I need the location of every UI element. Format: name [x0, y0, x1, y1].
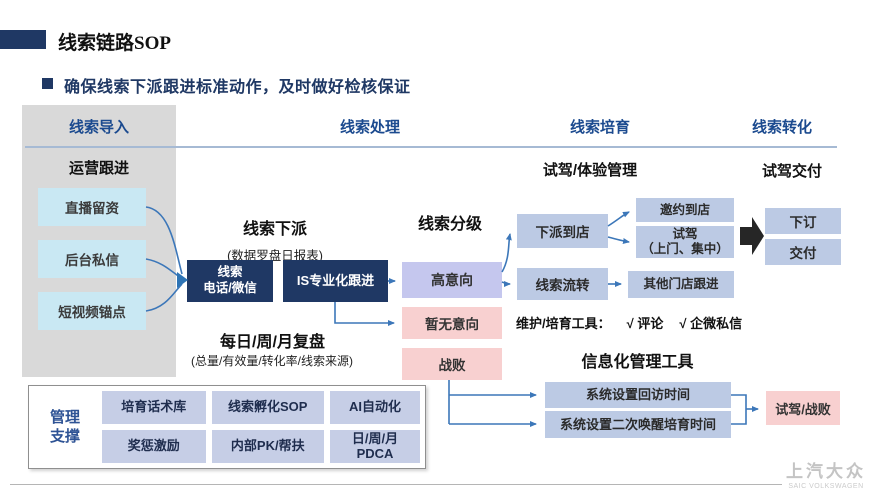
column-header-process: 线索处理	[339, 119, 400, 136]
arrow-store-to-invite	[607, 211, 630, 227]
tool-wecom-dm: √ 企微私信	[679, 316, 743, 331]
support-grid: 培育话术库 线索孵化SOP AI自动化 奖惩激励 内部PK/帮扶 日/周/月 P…	[102, 391, 420, 463]
system-reawaken-time-box: 系统设置二次唤醒培育时间	[545, 411, 731, 438]
column-header-convert: 线索转化	[751, 119, 812, 136]
logo-english-text: SAIC VOLKSWAGEN	[788, 483, 864, 490]
lead-transfer-box: 线索流转	[517, 268, 608, 300]
header-divider-line	[25, 146, 837, 148]
management-support-table: 管理 支撑 培育话术库 线索孵化SOP AI自动化 奖惩激励 内部PK/帮扶 日…	[28, 385, 426, 469]
title-accent-bar	[0, 30, 46, 49]
review-title: 每日/周/月复盘	[220, 334, 325, 351]
column-header-nurture: 线索培育	[569, 119, 630, 136]
support-cell-incubation-sop: 线索孵化SOP	[211, 391, 324, 424]
support-label: 管理 支撑	[49, 408, 80, 446]
source-short-video-box: 短视频锚点	[38, 292, 146, 330]
arrow-high-to-transfer	[501, 280, 511, 287]
source-livestream-box: 直播留资	[38, 188, 146, 226]
subtitle-text: 确保线索下派跟进标准动作，及时做好检核保证	[64, 79, 411, 96]
logo-chinese-text: 上汽大众	[786, 462, 866, 481]
support-cell-script-library: 培育话术库	[102, 391, 206, 424]
support-cell-ai-automation: AI自动化	[330, 391, 420, 424]
convert-subtitle: 试驾交付	[761, 163, 822, 180]
saic-volkswagen-logo: 上汽大众 SAIC VOLKSWAGEN	[786, 457, 866, 490]
grade-no-intent-box: 暂无意向	[402, 307, 502, 339]
it-tools-title: 信息化管理工具	[581, 354, 694, 371]
arrow-store-to-testdrive	[607, 236, 630, 244]
delivery-box: 交付	[765, 239, 841, 265]
tool-comment: √ 评论	[626, 316, 664, 331]
square-bullet-icon	[42, 78, 53, 89]
dispatch-title: 线索下派	[242, 221, 307, 238]
nurture-tools-row: 维护/培育工具： √ 评论 √ 企微私信	[516, 313, 742, 332]
arrow-high-to-dispatch-store	[501, 233, 512, 273]
import-subtitle: 运营跟进	[68, 160, 129, 177]
tools-label: 维护/培育工具：	[516, 316, 611, 331]
grade-lost-box: 战败	[402, 348, 502, 380]
dispatch-note: (数据罗盘日报表)	[227, 249, 323, 263]
big-right-arrow-icon	[740, 217, 764, 255]
column-header-import: 线索导入	[68, 119, 129, 136]
subtitle-row: 确保线索下派跟进标准动作，及时做好检核保证	[42, 73, 411, 97]
testdrive-or-lost-box: 试驾/战败	[766, 391, 840, 425]
other-store-followup-box: 其他门店跟进	[628, 271, 734, 298]
grade-high-intent-box: 高意向	[402, 262, 502, 298]
line-it-merge-bracket	[731, 394, 747, 425]
footer-divider-line	[10, 484, 782, 485]
arrow-is-to-no-intent	[334, 302, 395, 326]
lead-phone-wechat-box: 线索 电话/微信	[187, 260, 273, 302]
support-cell-internal-pk: 内部PK/帮扶	[211, 430, 324, 463]
source-backend-dm-box: 后台私信	[38, 240, 146, 278]
support-cell-incentives: 奖惩激励	[102, 430, 206, 463]
is-followup-box: IS专业化跟进	[283, 260, 388, 302]
review-note: (总量/有效量/转化率/线索来源)	[191, 354, 353, 368]
test-drive-box: 试驾 （上门、集中）	[636, 226, 734, 258]
support-cell-pdca: 日/周/月 PDCA	[330, 430, 420, 463]
nurture-subtitle: 试驾/体验管理	[542, 162, 638, 179]
invite-to-store-box: 邀约到店	[636, 198, 734, 222]
dispatch-to-store-box: 下派到店	[517, 214, 608, 248]
order-box: 下订	[765, 208, 841, 234]
grading-title: 线索分级	[417, 216, 482, 233]
system-callback-time-box: 系统设置回访时间	[545, 382, 731, 408]
page-title: 线索链路SOP	[58, 33, 171, 54]
